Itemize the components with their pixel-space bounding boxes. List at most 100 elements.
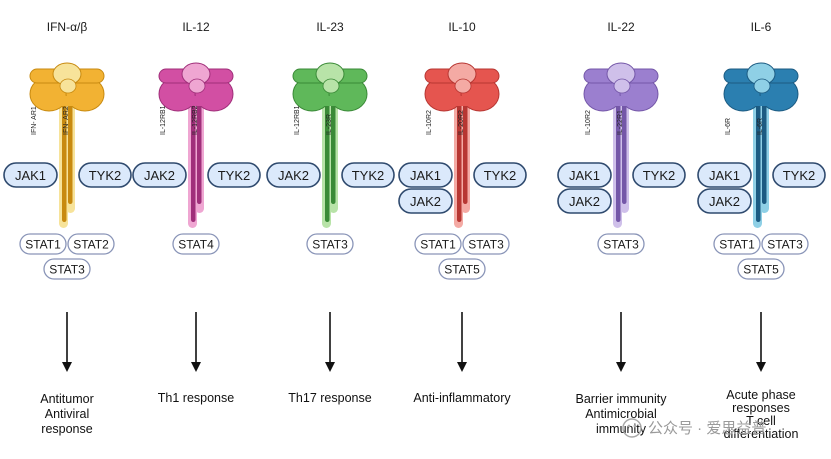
cytokine-title: IL-22 — [607, 20, 635, 34]
receptor-chain-core — [756, 92, 761, 222]
response-text: Th17 response — [288, 391, 371, 405]
stat-box: STAT2 — [67, 233, 115, 255]
jak-label: JAK1 — [569, 168, 600, 183]
receptor-chain-label-2: IL-23R — [326, 114, 333, 135]
arrow-head — [457, 362, 467, 372]
cytokine-title: IFN-α/β — [47, 20, 88, 34]
stat-label: STAT5 — [444, 263, 480, 277]
stat-box-shape — [43, 258, 91, 280]
jak-label: JAK1 — [709, 168, 740, 183]
receptor-chain-label-2: IL-6R — [757, 118, 764, 135]
jak-box-shape — [398, 188, 453, 214]
jak-label: JAK2 — [278, 168, 309, 183]
jak-box-left: JAK2 — [557, 188, 612, 214]
response-text: Th1 response — [158, 391, 234, 405]
receptor-chain-core — [197, 92, 202, 204]
jak-label: TYK2 — [783, 168, 816, 183]
response-text: Antimicrobial — [585, 407, 657, 421]
receptor-chain-label-1: IL-12RB1 — [160, 105, 167, 135]
downstream-arrow — [325, 312, 335, 372]
jak-box-shape — [557, 188, 612, 214]
jak-label: TYK2 — [643, 168, 676, 183]
response-text: Acute phase — [726, 388, 796, 402]
stat-box-shape — [414, 233, 462, 255]
stat-box: STAT5 — [737, 258, 785, 280]
jak-box-left: JAK1 — [697, 162, 752, 188]
jak-box-left: JAK1 — [398, 162, 453, 188]
jak-box-left: JAK1 — [3, 162, 58, 188]
jak-box-shape — [557, 162, 612, 188]
stat-label: STAT3 — [767, 238, 803, 252]
jak-label: TYK2 — [484, 168, 517, 183]
jak-box-shape — [78, 162, 132, 188]
jak-box-right: TYK2 — [341, 162, 395, 188]
jak-box-shape — [772, 162, 826, 188]
jak-label: JAK2 — [144, 168, 175, 183]
stat-box-shape — [462, 233, 510, 255]
receptor-chain-core — [331, 92, 336, 204]
receptor — [292, 62, 368, 228]
jak-box-shape — [398, 162, 453, 188]
cytokine-title: IL-23 — [316, 20, 344, 34]
receptor-chain-core — [622, 92, 627, 204]
stat-box-shape — [713, 233, 761, 255]
stat-box: STAT3 — [306, 233, 354, 255]
jak-box-shape — [632, 162, 686, 188]
jak-box-shape — [697, 162, 752, 188]
receptor — [158, 62, 234, 228]
stat-box: STAT3 — [761, 233, 809, 255]
response-text: Antiviral — [45, 407, 89, 421]
receptor-chain-label-2: IL-20R2 — [458, 110, 465, 135]
jak-box-shape — [3, 162, 58, 188]
receptor-chain-label-1: IFN- AR1 — [31, 106, 38, 135]
arrow-head — [756, 362, 766, 372]
stat-label: STAT1 — [25, 238, 61, 252]
cytokine-title: IL-10 — [448, 20, 476, 34]
jak-box-left: JAK2 — [266, 162, 321, 188]
receptor-chain-core — [616, 92, 621, 222]
cytokine-ligand-core — [188, 78, 206, 94]
stat-box: STAT3 — [43, 258, 91, 280]
response-text: T cell — [746, 414, 776, 428]
jak-box-left: JAK2 — [398, 188, 453, 214]
arrow-head — [325, 362, 335, 372]
receptor-chain-label-1: IL-10R2 — [426, 110, 433, 135]
arrow-head — [616, 362, 626, 372]
stat-box-shape — [737, 258, 785, 280]
stat-box: STAT4 — [172, 233, 220, 255]
stat-label: STAT3 — [49, 263, 85, 277]
jak-box-shape — [341, 162, 395, 188]
arrow-head — [62, 362, 72, 372]
jak-label: TYK2 — [89, 168, 122, 183]
receptor — [723, 62, 799, 228]
watermark-text: 公众号 · 爱思益普 — [648, 420, 766, 437]
cytokine-ligand-core — [322, 78, 340, 94]
stat-box: STAT1 — [414, 233, 462, 255]
jak-box-shape — [473, 162, 527, 188]
stat-label: STAT1 — [719, 238, 755, 252]
cytokine-ligand-core — [59, 78, 77, 94]
jak-box-shape — [266, 162, 321, 188]
jak-box-shape — [132, 162, 187, 188]
downstream-arrow — [62, 312, 72, 372]
stat-box-shape — [761, 233, 809, 255]
stat-label: STAT3 — [603, 238, 639, 252]
jak-box-left: JAK1 — [557, 162, 612, 188]
receptor-chain-core — [457, 92, 462, 222]
stat-box: STAT1 — [713, 233, 761, 255]
cytokine-title: IL-12 — [182, 20, 210, 34]
downstream-arrow — [457, 312, 467, 372]
jak-label: JAK1 — [410, 168, 441, 183]
receptor-chain-core — [325, 92, 330, 222]
receptor — [583, 62, 659, 228]
jak-box-right: TYK2 — [207, 162, 261, 188]
stat-box: STAT3 — [597, 233, 645, 255]
stat-box: STAT3 — [462, 233, 510, 255]
downstream-arrow — [616, 312, 626, 372]
stat-label: STAT3 — [312, 238, 348, 252]
